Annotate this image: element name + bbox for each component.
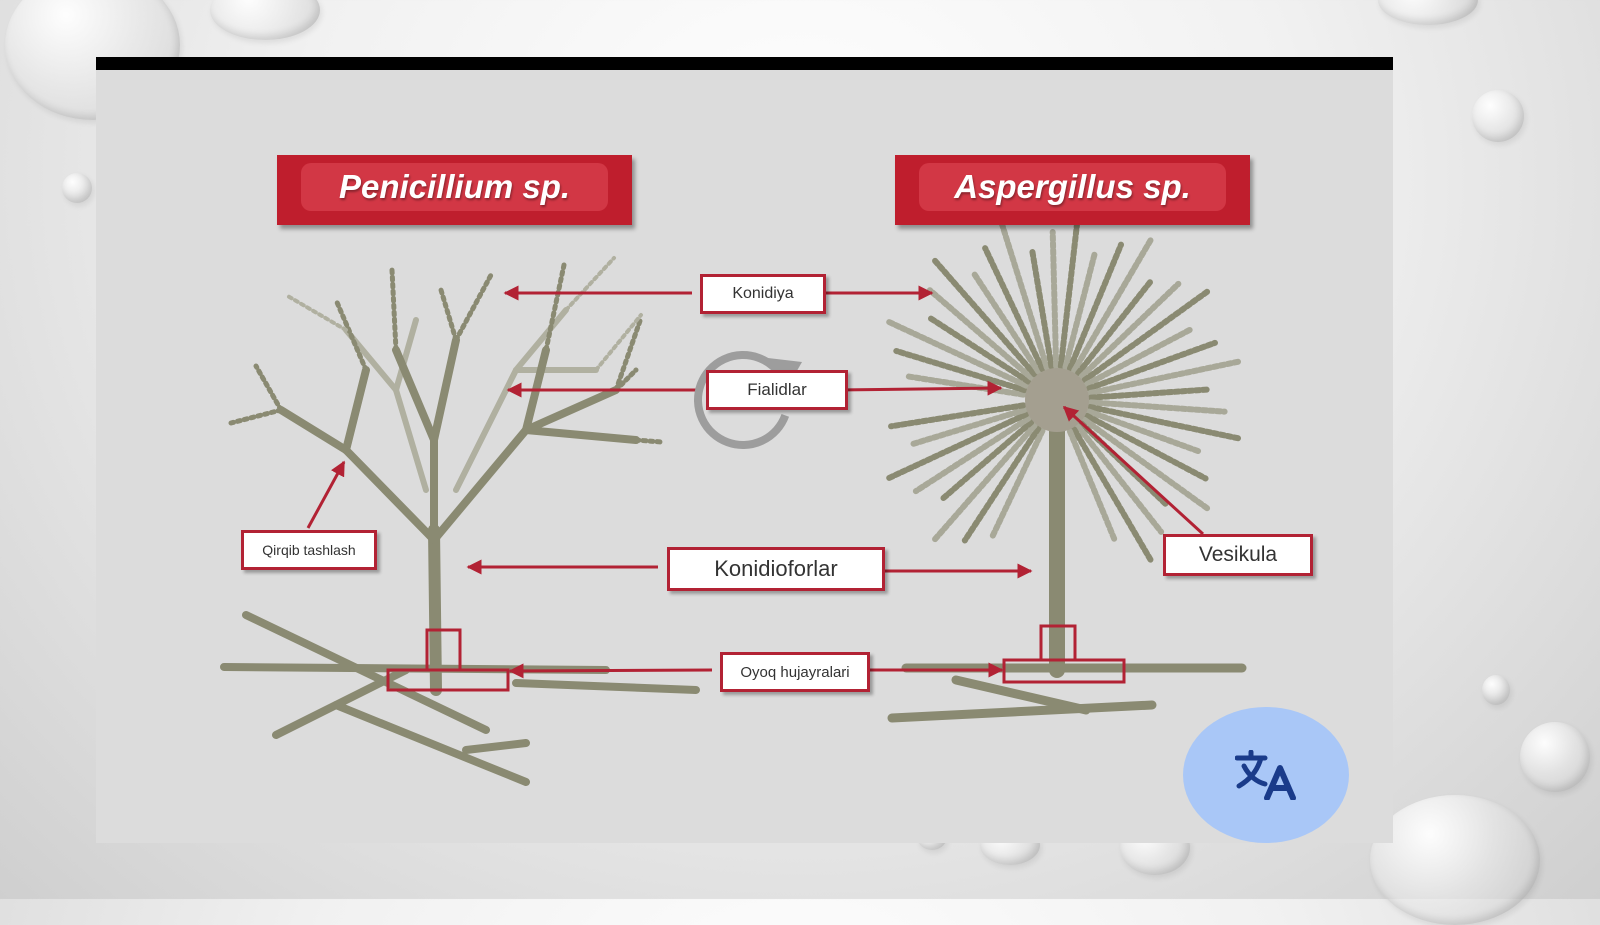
title-penicillium: Penicillium sp. [277,155,632,225]
conidial-chain [910,406,1028,447]
conidial-chain [1084,326,1193,388]
label-qirqib-tashlash: Qirqib tashlash [241,530,377,570]
label-arrows [306,285,1205,679]
conidial-chain [1071,426,1154,564]
conidial-chain [1081,288,1211,384]
conidial-chain [1066,241,1125,372]
water-drop [1482,675,1510,705]
conidial-chain [928,315,1032,385]
conidial-chain [971,271,1042,375]
conidial-chain [982,245,1046,373]
label-konidioforlar: Konidioforlar [667,547,885,591]
conidial-chain [885,411,1030,482]
translate-button[interactable] [1183,707,1349,843]
conidial-chain [961,425,1042,544]
translate-icon [1235,750,1296,800]
slide: Penicillium sp. Aspergillus sp. Konidiya… [96,57,1393,843]
conidial-chain [1085,339,1218,392]
label-konidiya: Konidiya [700,274,826,314]
aspergillus-conidial-head [885,212,1242,564]
conidial-chain [1081,416,1211,512]
conidial-chain [931,422,1038,543]
water-drop [1520,722,1590,792]
penicillium-conidiophore [228,256,664,696]
conidial-chain [1087,399,1228,415]
conidial-chain [926,287,1035,381]
conidial-chain [1087,404,1242,442]
conidial-chain [1087,358,1242,396]
fungus-diagram [220,212,1247,786]
conidial-chain [888,402,1027,430]
title-aspergillus: Aspergillus sp. [895,155,1250,225]
label-oyoq-hujayralari: Oyoq hujayralari [720,652,870,692]
conidial-chain [1062,251,1098,371]
conidial-chain [1084,412,1209,482]
water-drop [210,0,320,40]
water-drop [1370,795,1540,925]
conidial-chain [1075,423,1165,535]
conidial-chain [1029,249,1055,370]
conidial-chain [885,318,1030,389]
conidial-chain [1075,279,1153,377]
aspergillus-hyphae [887,663,1247,723]
conidial-chain [998,219,1050,371]
conidial-chain [1085,408,1202,455]
conidial-chain [940,419,1035,502]
water-drop [62,173,92,203]
conidial-chain [931,257,1038,378]
label-fialidlar: Fialidlar [706,370,848,410]
water-drop [1472,90,1524,142]
conidial-chain [1087,386,1210,401]
conidial-chain [1057,212,1082,370]
conidial-chain [1078,280,1182,380]
conidial-chain [905,373,1027,398]
conidial-chain [912,415,1032,495]
conidial-chain [1071,236,1154,374]
conidial-chain [1049,229,1060,370]
title-aspergillus-text: Aspergillus sp. [954,168,1191,205]
label-vesikula: Vesikula [1163,534,1313,576]
water-drop [1378,0,1478,25]
conidial-chain [1066,428,1118,542]
title-penicillium-text: Penicillium sp. [338,168,571,205]
conidial-chain [893,348,1028,394]
conidial-chain [989,427,1046,539]
